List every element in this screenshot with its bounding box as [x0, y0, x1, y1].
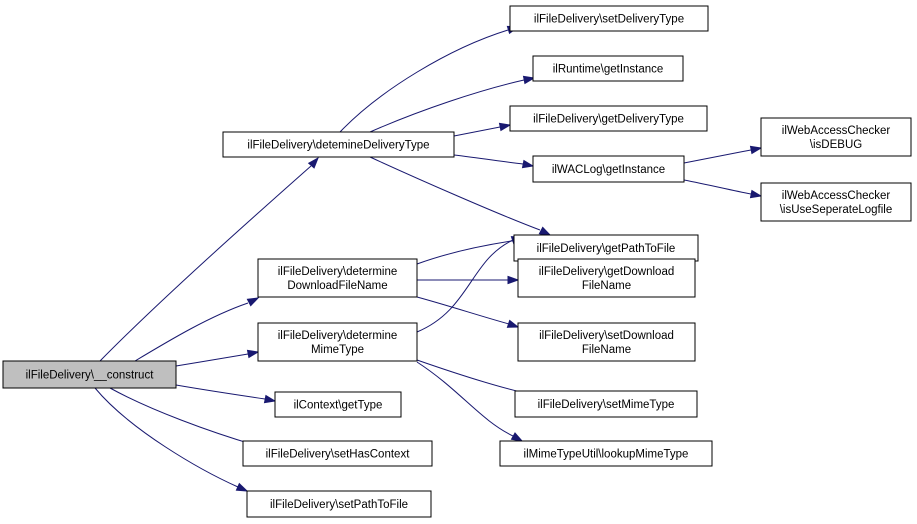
node-box [257, 258, 418, 298]
node-label-line: ilWACLog\getInstance [552, 164, 665, 176]
node-label-line: ilFileDelivery\getPathToFile [537, 243, 676, 255]
edge-construct-to-setpathtofile [94, 387, 249, 492]
node-label-line: ilFileDelivery\determine [278, 266, 398, 278]
node-runtime-getinstance[interactable]: ilRuntime\getInstance [532, 55, 684, 82]
node-box [274, 391, 402, 418]
node-label-line: ilFileDelivery\detemineDeliveryType [247, 140, 429, 152]
node-box [514, 390, 698, 418]
node-label-line: ilMimeTypeUtil\lookupMimeType [524, 449, 689, 461]
edge-deteminedeliverytype-to-waclog-getinstance [453, 154, 535, 169]
node-label-line: FileName [582, 280, 631, 292]
node-label-line: \isDEBUG [810, 139, 862, 151]
node-getdeliverytype[interactable]: ilFileDelivery\getDeliveryType [509, 105, 708, 132]
node-box [242, 440, 433, 467]
edge-determinemimetype-to-getpathtofile [416, 236, 524, 333]
node-label-line: ilFileDelivery\getDeliveryType [533, 114, 684, 126]
node-label-line: ilFileDelivery\setDeliveryType [534, 14, 684, 26]
node-box [513, 234, 699, 262]
node-deteminedeliverytype[interactable]: ilFileDelivery\detemineDeliveryType [222, 131, 455, 158]
edge-determinemimetype-to-lookupmimetype [416, 361, 524, 442]
node-box [509, 105, 708, 132]
node-box [517, 258, 696, 298]
node-sethascontext[interactable]: ilFileDelivery\setHasContext [242, 440, 433, 467]
node-setdeliverytype[interactable]: ilFileDelivery\setDeliveryType [509, 5, 709, 32]
node-label-line: ilWebAccessChecker [782, 190, 891, 202]
node-box [257, 322, 418, 362]
edge-waclog-getinstance-to-isuseseperatelogfile [683, 179, 763, 199]
node-box [2, 360, 177, 389]
node-label-line: ilRuntime\getInstance [553, 64, 664, 76]
edge-determinedownloadfilename-to-setdownloadfilename [416, 296, 520, 328]
edge-determinedownloadfilename-to-getdownloadfilename [417, 275, 520, 285]
node-label-line: ilWebAccessChecker [782, 125, 891, 137]
node-label-line: ilFileDelivery\setHasContext [266, 449, 411, 461]
edge-deteminedeliverytype-to-getpathtofile [369, 156, 552, 236]
node-setpathtofile[interactable]: ilFileDelivery\setPathToFile [246, 490, 432, 518]
node-box [532, 55, 684, 82]
node-box [222, 131, 455, 158]
node-label-line: ilFileDelivery\setDownload [539, 330, 674, 342]
node-construct[interactable]: ilFileDelivery\__construct [2, 360, 177, 389]
node-box [760, 117, 912, 157]
edge-construct-to-deteminedeliverytype [99, 156, 319, 362]
edge-deteminedeliverytype-to-getdeliverytype [453, 122, 512, 137]
edge-construct-to-context-gettype [175, 384, 277, 404]
edge-deteminedeliverytype-to-setdeliverytype [339, 25, 520, 133]
node-waclog-getinstance[interactable]: ilWACLog\getInstance [532, 155, 685, 183]
node-box [760, 182, 912, 222]
node-label-line: ilFileDelivery\setMimeType [538, 399, 675, 411]
edge-construct-to-determinedownloadfilename [134, 297, 260, 362]
edge-deteminedeliverytype-to-runtime-getinstance [369, 75, 536, 133]
node-label-line: ilFileDelivery\getDownload [539, 266, 675, 278]
edge-construct-to-determinemimetype [175, 349, 260, 367]
node-label-line: ilFileDelivery\determine [278, 330, 398, 342]
node-label-line: ilFileDelivery\setPathToFile [270, 499, 408, 511]
node-box [246, 490, 432, 518]
node-label-line: FileName [582, 344, 631, 356]
node-label-line: MimeType [311, 344, 364, 356]
node-box [499, 440, 713, 467]
node-getpathtofile[interactable]: ilFileDelivery\getPathToFile [513, 234, 699, 262]
node-box [509, 5, 709, 32]
node-setmimetype[interactable]: ilFileDelivery\setMimeType [514, 390, 698, 418]
edge-waclog-getinstance-to-isdebug [683, 145, 763, 164]
node-label-line: ilContext\getType [294, 400, 383, 412]
node-lookupmimetype[interactable]: ilMimeTypeUtil\lookupMimeType [499, 440, 713, 467]
node-isuseseperatelogfile[interactable]: ilWebAccessChecker \isUseSeperateLogfile [760, 182, 912, 222]
edge-construct-to-sethascontext [109, 387, 270, 451]
node-box [532, 155, 685, 183]
node-context-gettype[interactable]: ilContext\getType [274, 391, 402, 418]
node-label-line: \isUseSeperateLogfile [780, 204, 893, 216]
node-label-line: ilFileDelivery\__construct [26, 370, 155, 382]
node-box [517, 322, 696, 362]
nodes-layer: ilFileDelivery\__construct ilFileDelivery… [2, 5, 912, 518]
node-isdebug[interactable]: ilWebAccessChecker \isDEBUG [760, 117, 912, 157]
node-label-line: DownloadFileName [287, 280, 387, 292]
